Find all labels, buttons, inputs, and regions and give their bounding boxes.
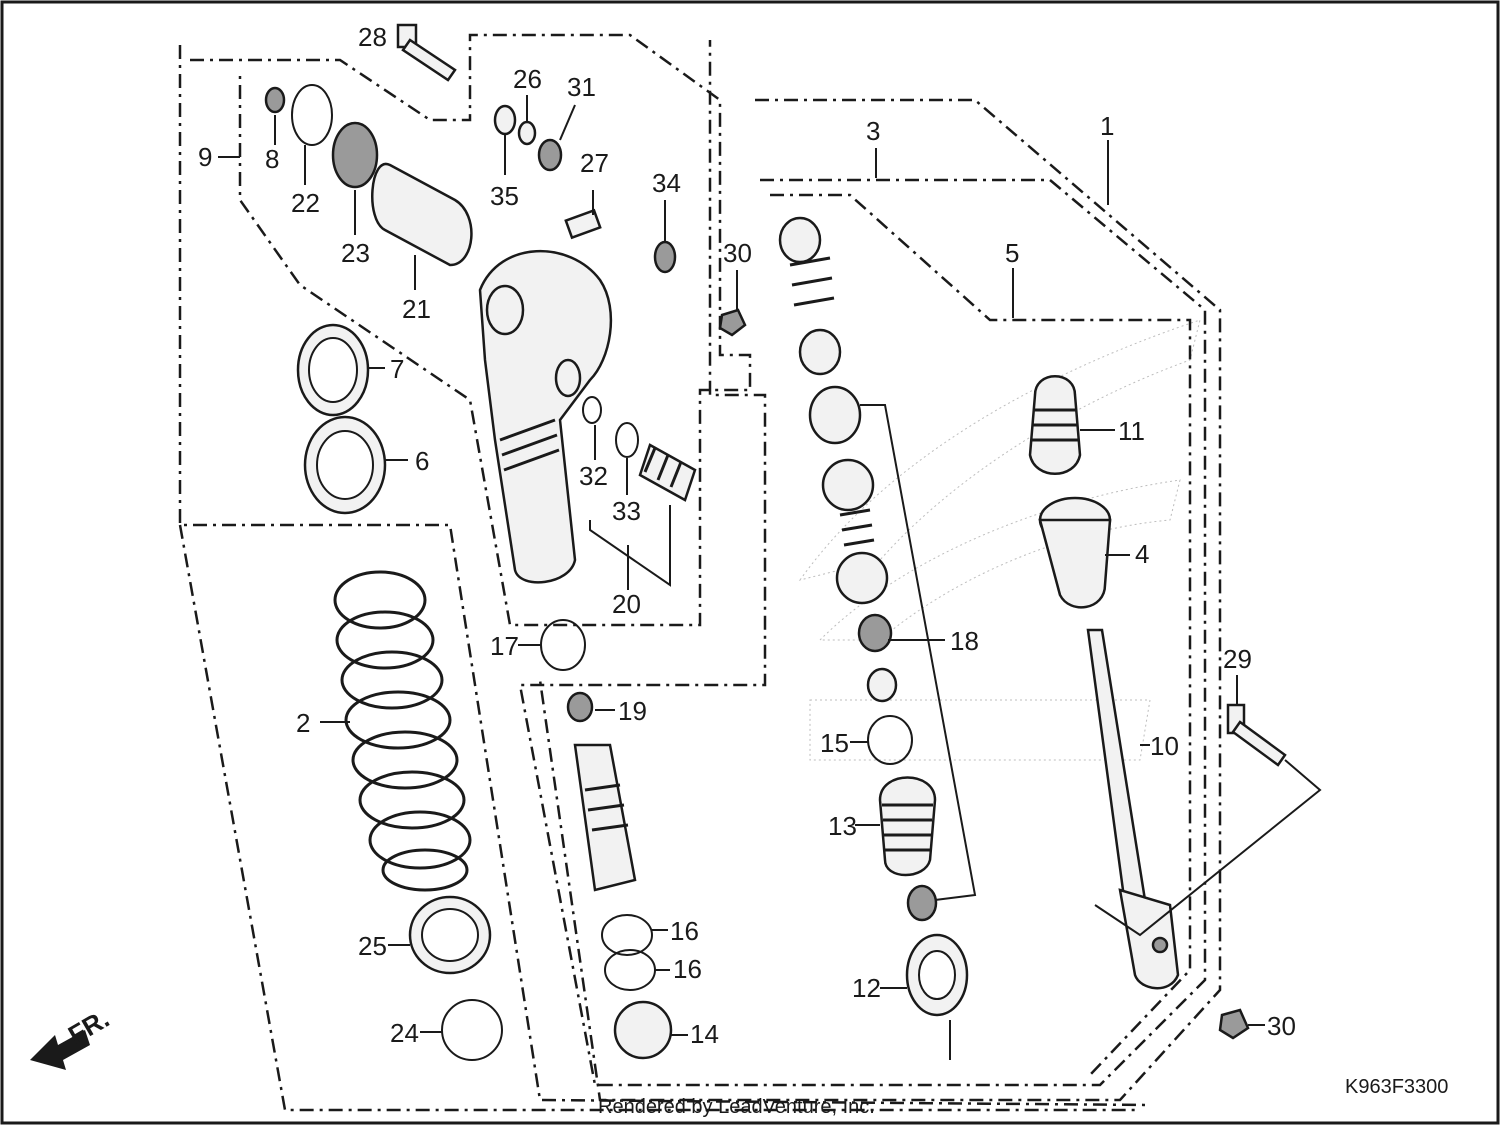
callout-16-b: 16 bbox=[673, 954, 702, 984]
callout-22: 22 bbox=[291, 188, 320, 218]
callout-10: 10 bbox=[1150, 731, 1179, 761]
callout-26: 26 bbox=[513, 64, 542, 94]
callout-4: 4 bbox=[1135, 539, 1149, 569]
collar-26 bbox=[517, 120, 537, 146]
leader-lines bbox=[218, 95, 1322, 1060]
callout-19: 19 bbox=[618, 696, 647, 726]
callout-15: 15 bbox=[820, 728, 849, 758]
stopper-ring-24 bbox=[441, 999, 503, 1061]
callout-3: 3 bbox=[866, 116, 880, 146]
bump-rubber-11 bbox=[1028, 375, 1082, 475]
outline-assembly-1 bbox=[538, 98, 1222, 1102]
outline-assembly-5 bbox=[770, 193, 1192, 1076]
callout-28: 28 bbox=[358, 22, 387, 52]
callout-33: 33 bbox=[612, 496, 641, 526]
callout-5: 5 bbox=[1005, 238, 1019, 268]
callout-20: 20 bbox=[612, 589, 641, 619]
damper-body-20 bbox=[478, 250, 613, 584]
bolt-28 bbox=[396, 23, 457, 82]
valve-stack bbox=[778, 216, 889, 605]
callout-30-lower: 30 bbox=[1267, 1011, 1296, 1041]
callout-27: 27 bbox=[580, 148, 609, 178]
ring-15 bbox=[867, 715, 913, 765]
washer-34 bbox=[653, 240, 677, 274]
callout-8: 8 bbox=[265, 144, 279, 174]
piston-rod-assembly-19 bbox=[566, 691, 637, 892]
callout-labels: 1 2 3 4 5 6 7 8 9 10 11 12 13 14 15 16 1… bbox=[198, 22, 1296, 1049]
washer-35 bbox=[493, 104, 517, 136]
diagram-code: K963F3300 bbox=[1345, 1076, 1448, 1098]
render-credit: Rendered by LeadVenture, Inc. bbox=[598, 1096, 875, 1118]
callout-21: 21 bbox=[402, 294, 431, 324]
reservoir-21 bbox=[371, 162, 473, 267]
callout-18: 18 bbox=[950, 626, 979, 656]
o-ring-22 bbox=[291, 84, 333, 146]
callout-34: 34 bbox=[652, 168, 681, 198]
o-ring-33 bbox=[615, 422, 639, 458]
callout-2: 2 bbox=[296, 708, 310, 738]
outline-assembly-lower bbox=[178, 524, 1140, 1112]
callout-32: 32 bbox=[579, 461, 608, 491]
callout-12: 12 bbox=[852, 973, 881, 1003]
callout-17: 17 bbox=[490, 631, 519, 661]
nut-18 bbox=[857, 613, 893, 653]
nut-30-lower bbox=[1218, 1008, 1250, 1040]
cap-12 bbox=[905, 933, 969, 1017]
rod-10 bbox=[1086, 628, 1180, 990]
callout-6: 6 bbox=[415, 446, 429, 476]
o-ring-32 bbox=[582, 396, 602, 424]
bushing-31 bbox=[537, 138, 563, 172]
washer-below-18 bbox=[866, 667, 898, 703]
callout-35: 35 bbox=[490, 181, 519, 211]
adjuster-valve bbox=[638, 443, 697, 502]
callout-25: 25 bbox=[358, 931, 387, 961]
callout-14: 14 bbox=[690, 1019, 719, 1049]
label-27 bbox=[564, 208, 602, 240]
bolt-29 bbox=[1226, 703, 1287, 767]
bump-rubber-13 bbox=[878, 776, 937, 877]
lock-nut-7 bbox=[296, 323, 370, 417]
spring-2 bbox=[333, 570, 472, 892]
outline-assembly-9 bbox=[178, 45, 1151, 1107]
callout-9: 9 bbox=[198, 142, 212, 172]
nut-30-upper bbox=[718, 308, 747, 337]
callout-24: 24 bbox=[390, 1018, 419, 1048]
callout-31: 31 bbox=[567, 72, 596, 102]
nut-bottom bbox=[906, 884, 938, 922]
collar-14 bbox=[613, 1000, 673, 1060]
callout-30-upper: 30 bbox=[723, 238, 752, 268]
adjusting-nut-6 bbox=[303, 415, 387, 515]
callout-11: 11 bbox=[1118, 416, 1145, 446]
callout-23: 23 bbox=[341, 238, 370, 268]
ring-16-a bbox=[601, 914, 653, 956]
callout-7: 7 bbox=[390, 354, 404, 384]
honda-wing-watermark bbox=[798, 319, 1201, 761]
callout-29: 29 bbox=[1223, 644, 1252, 674]
outline-assembly-3 bbox=[518, 40, 1207, 1087]
valve-cap-8 bbox=[264, 86, 286, 114]
reservoir-cap-23 bbox=[331, 121, 379, 189]
callout-13: 13 bbox=[828, 811, 857, 841]
spring-seat-25 bbox=[408, 895, 492, 975]
outline-assembly-damper bbox=[190, 33, 752, 627]
cover-4 bbox=[1038, 496, 1112, 609]
callout-16-a: 16 bbox=[670, 916, 699, 946]
callout-1: 1 bbox=[1100, 111, 1114, 141]
